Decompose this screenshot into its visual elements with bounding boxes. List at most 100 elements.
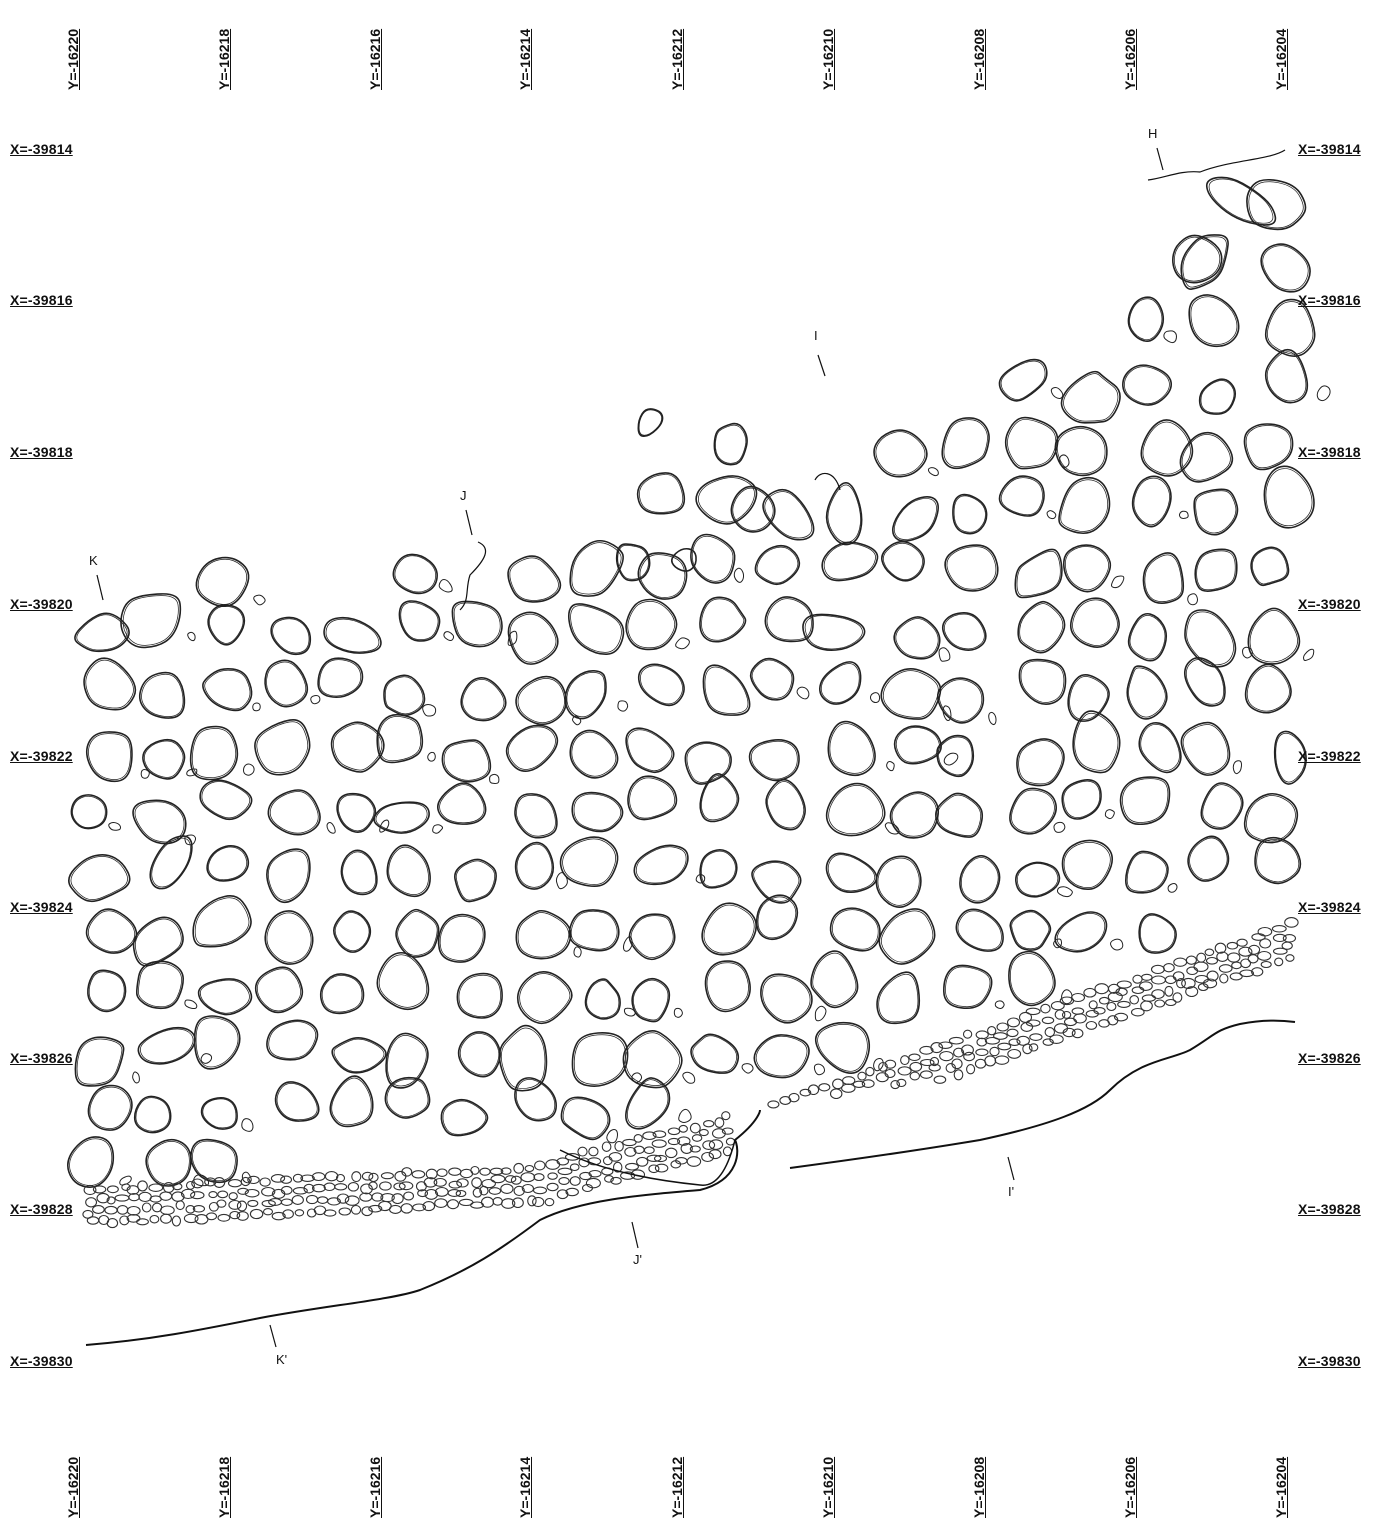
pebble-outline [334,1183,348,1191]
pebble-outline [114,1194,130,1202]
pebble-outline [588,1169,602,1178]
pebble-outline [191,1178,204,1189]
pebble-outline [185,1180,196,1190]
stone-outline [1128,667,1166,718]
stone-outline [895,726,940,763]
stone-outline [500,1027,546,1089]
pebble-outline [1172,992,1183,1003]
stone-outline [1062,544,1112,593]
stone-outline [813,1063,826,1076]
stone-outline [87,910,136,953]
stone-outline [1124,850,1169,894]
pebble-outline [217,1213,231,1222]
stone-outline [133,1095,172,1134]
stone-outline [753,862,800,902]
stone-outline [1179,431,1234,483]
pebble-outline [1016,1035,1030,1046]
stone-outline [631,977,671,1023]
x-label-right: X=-39824 [1298,899,1361,915]
stone-outline [1008,950,1056,1007]
pebble-outline [625,1162,639,1171]
pebble-outline [1284,917,1299,928]
leader-j-prime [631,1221,639,1249]
pebble-outline [1176,978,1186,989]
pebble-outline [380,1172,394,1180]
pebble-outline [262,1208,274,1216]
pebble-outline [953,1047,965,1058]
stone-outline [1056,428,1106,475]
stone-outline [633,979,669,1021]
stone-outline [821,541,879,582]
pebble-outline [403,1191,415,1201]
stone-outline [891,793,937,837]
stone-outline [639,554,686,598]
pebble-outline [1022,1043,1033,1055]
pebble-outline [1151,975,1166,985]
pebble-outline [294,1209,305,1217]
stone-outline [1316,385,1331,402]
stone-outline [875,431,926,476]
pebble-outline [721,1127,734,1135]
stone-outlines [67,176,1331,1188]
stone-outline [397,910,438,956]
stone-outline [330,721,385,773]
pebble-outline [920,1058,935,1067]
stone-outline [936,734,975,778]
stone-outline [509,613,557,663]
y-label-bottom: Y=-16216 [367,1456,383,1518]
pebble-outline [106,1196,116,1205]
y-label-bottom: Y=-16214 [517,1456,533,1518]
pebble-outline [896,1078,907,1088]
stone-outline [342,851,376,894]
stone-outline [1142,552,1185,605]
pebble-outline [489,1167,504,1176]
stone-outline [796,686,810,700]
pebble-outline [691,1134,703,1142]
pebble-outline [85,1197,98,1208]
stone-outline [266,848,311,904]
pebble-outline [1259,938,1272,949]
stone-outline [629,777,676,819]
stone-outline [698,477,755,523]
pebble-outline [919,1070,933,1079]
stone-outline [373,801,430,834]
pebble-outline [653,1154,668,1163]
stone-outline [943,419,988,467]
stone-outline [332,910,372,953]
stone-outline [200,1053,213,1064]
stone-outline [505,724,559,772]
stone-outline [638,474,684,513]
stone-outline [682,1071,696,1084]
pebble-outline [622,1138,637,1147]
pebble-outline [577,1146,588,1157]
pebble-outline [643,1146,655,1155]
pebble-outline [702,1140,716,1150]
pebble-outline [648,1164,660,1174]
stone-outline [625,598,678,651]
pebble-outline [1218,964,1233,973]
pebble-outline [818,1083,831,1092]
leader-j [465,509,473,536]
pebble-outline [948,1036,964,1045]
pebble-outline [1285,954,1295,962]
section-line-j-prime [559,1139,736,1186]
stone-outline [1142,421,1191,475]
stone-outline [559,836,619,888]
stone-outline [1144,554,1183,603]
stone-outline [877,857,920,906]
pebble-outline [159,1191,173,1201]
stone-outline [310,695,321,705]
pebble-outline [86,1216,100,1225]
stone-outline [560,1096,611,1141]
stone-outline [385,1032,429,1089]
stone-outline [1015,861,1061,898]
pebble-outline [569,1163,580,1172]
stone-outline [1264,348,1309,404]
stone-outline [264,910,314,965]
stone-outline [827,720,876,777]
stone-outline [1119,776,1171,826]
pebble-outline [1271,925,1287,933]
pebble-outline [909,1071,921,1081]
stone-outline [732,487,774,531]
stone-outline [633,844,689,886]
